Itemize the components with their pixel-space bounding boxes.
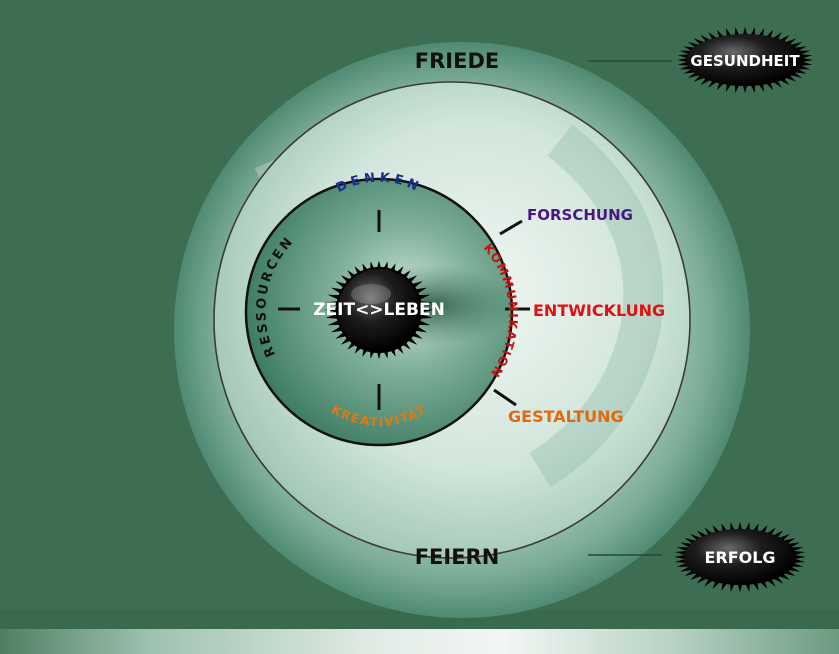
footer-gradient-bar	[0, 629, 839, 654]
badge-gesundheit: GESUNDHEIT	[677, 26, 813, 94]
spiky-burst-icon	[677, 26, 813, 94]
middle-swirl	[529, 124, 664, 487]
badge-erfolg: ERFOLG	[674, 521, 806, 593]
badge-gesundheit-label: GESUNDHEIT	[690, 52, 800, 70]
label-gestaltung: GESTALTUNG	[508, 407, 624, 426]
label-entwicklung: ENTWICKLUNG	[533, 301, 665, 320]
badge-erfolg-label: ERFOLG	[704, 548, 775, 567]
inner-ticks	[278, 210, 530, 410]
label-feiern: FEIERN	[415, 545, 500, 569]
spiky-burst-icon	[674, 521, 806, 593]
connector-gestaltung	[493, 388, 517, 407]
dark-sun-icon	[325, 260, 433, 360]
connector-forschung	[499, 219, 523, 236]
label-center: ZEIT<>LEBEN	[313, 300, 445, 320]
label-forschung: FORSCHUNG	[527, 206, 633, 224]
label-friede: FRIEDE	[415, 49, 499, 73]
